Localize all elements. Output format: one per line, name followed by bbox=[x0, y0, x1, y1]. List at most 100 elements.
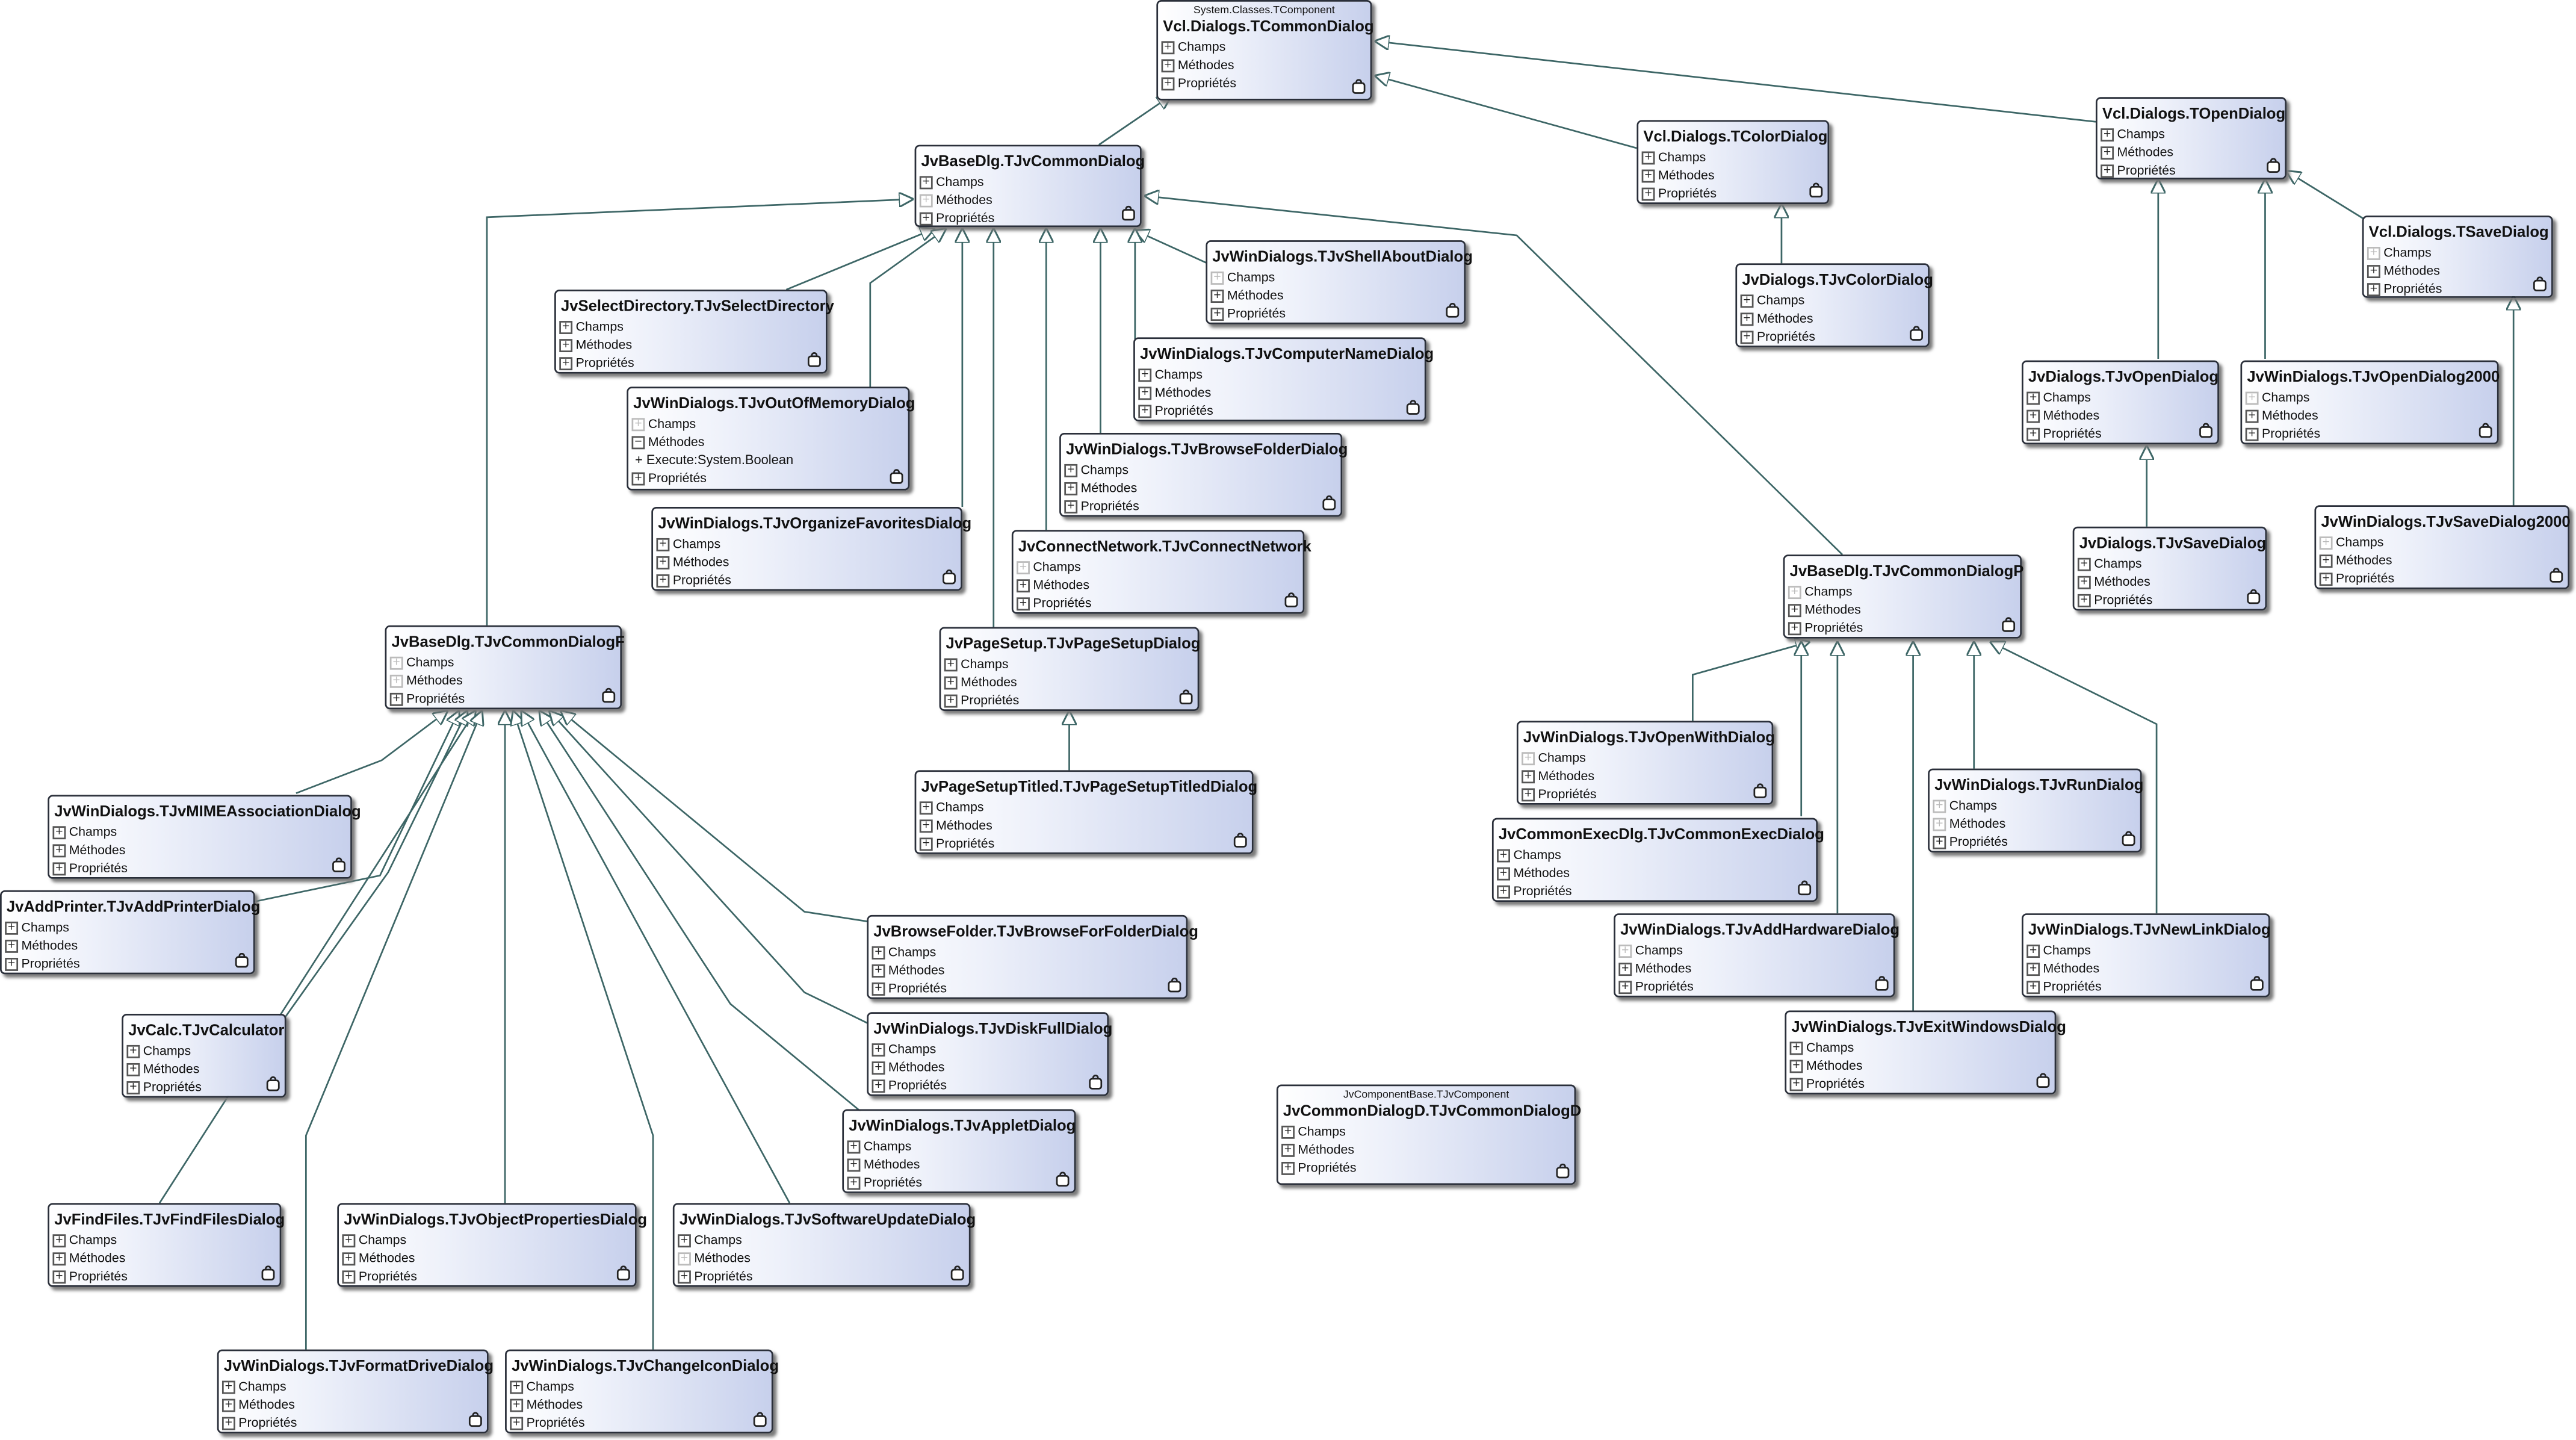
class-node-jvcomputername[interactable]: JvWinDialogs.TJvComputerNameDialog+Champ… bbox=[1133, 337, 1434, 421]
class-node-jvopendialog[interactable]: JvDialogs.TJvOpenDialog+Champs+Méthodes+… bbox=[2021, 360, 2219, 445]
expand-icon[interactable]: + bbox=[1017, 579, 1030, 592]
properties-compartment[interactable]: +Propriétés bbox=[219, 1414, 487, 1432]
class-node-jvpagesetup[interactable]: JvPageSetup.TJvPageSetupDialog+Champs+Mé… bbox=[939, 627, 1200, 711]
expand-icon[interactable]: + bbox=[1618, 981, 1632, 994]
expand-icon[interactable]: + bbox=[656, 556, 670, 569]
expand-icon[interactable]: + bbox=[52, 1234, 66, 1247]
expand-icon[interactable]: + bbox=[1740, 331, 1754, 344]
fields-compartment[interactable]: +Champs bbox=[123, 1041, 285, 1060]
fields-compartment[interactable]: +Champs bbox=[1158, 38, 1370, 56]
expand-icon[interactable]: + bbox=[944, 658, 958, 672]
class-node-jvsoftwareupdate[interactable]: JvWinDialogs.TJvSoftwareUpdateDialog+Cha… bbox=[672, 1203, 976, 1287]
properties-compartment[interactable]: +Propriétés bbox=[1519, 785, 1772, 803]
properties-compartment[interactable]: +Propriétés bbox=[339, 1267, 635, 1285]
expand-icon[interactable]: + bbox=[2026, 981, 2040, 994]
expand-icon[interactable]: + bbox=[2101, 146, 2114, 160]
expand-icon[interactable]: + bbox=[5, 921, 19, 935]
class-node-jvpagesetuptitled[interactable]: JvPageSetupTitled.TJvPageSetupTitledDial… bbox=[914, 770, 1257, 854]
class-node-jvnewlink[interactable]: JvWinDialogs.TJvNewLinkDialog+Champs+Mét… bbox=[2021, 913, 2271, 998]
expand-icon[interactable]: + bbox=[2077, 594, 2091, 607]
methods-compartment[interactable]: +Méthodes bbox=[49, 1249, 280, 1267]
expand-icon[interactable]: + bbox=[2367, 283, 2380, 296]
properties-compartment[interactable]: +Propriétés bbox=[1014, 594, 1303, 612]
methods-compartment[interactable]: +Méthodes bbox=[2364, 262, 2551, 280]
methods-compartment[interactable]: +Méthodes bbox=[916, 816, 1252, 834]
expand-icon[interactable]: + bbox=[2245, 409, 2259, 423]
expand-icon[interactable]: + bbox=[5, 939, 19, 953]
methods-compartment[interactable]: +Méthodes bbox=[1737, 309, 1928, 327]
expand-icon[interactable]: + bbox=[1161, 41, 1175, 55]
class-node-jvformatdrive[interactable]: JvWinDialogs.TJvFormatDriveDialog+Champs… bbox=[217, 1349, 494, 1434]
properties-compartment[interactable]: +Propriétés bbox=[1158, 74, 1370, 92]
expand-icon[interactable]: + bbox=[342, 1270, 356, 1284]
expand-icon[interactable]: + bbox=[2367, 246, 2380, 260]
expand-icon[interactable]: + bbox=[1138, 386, 1152, 400]
expand-icon[interactable]: + bbox=[5, 957, 19, 971]
expand-icon[interactable]: + bbox=[1210, 308, 1224, 321]
methods-compartment[interactable]: +Méthodes bbox=[1158, 56, 1370, 74]
expand-icon[interactable]: + bbox=[1064, 482, 1078, 495]
expand-icon[interactable]: + bbox=[1017, 561, 1030, 574]
methods-compartment[interactable]: +Méthodes bbox=[386, 671, 620, 689]
expand-icon[interactable]: + bbox=[1740, 294, 1754, 308]
methods-compartment[interactable]: +Méthodes bbox=[1278, 1140, 1574, 1158]
expand-icon[interactable]: + bbox=[1210, 289, 1224, 303]
expand-icon[interactable]: + bbox=[2026, 391, 2040, 405]
methods-compartment[interactable]: +Méthodes bbox=[675, 1249, 969, 1267]
expand-icon[interactable]: + bbox=[389, 692, 403, 706]
expand-icon[interactable]: + bbox=[52, 844, 66, 858]
methods-compartment[interactable]: +Méthodes bbox=[1014, 576, 1303, 594]
methods-compartment[interactable]: +Méthodes bbox=[2023, 960, 2268, 978]
expand-icon[interactable]: + bbox=[631, 418, 645, 432]
expand-icon[interactable]: + bbox=[1281, 1125, 1295, 1139]
expand-icon[interactable]: + bbox=[2077, 557, 2091, 571]
fields-compartment[interactable]: +Champs bbox=[1519, 749, 1772, 767]
expand-icon[interactable]: + bbox=[678, 1234, 691, 1247]
methods-compartment[interactable]: +Méthodes bbox=[2242, 406, 2497, 424]
fields-compartment[interactable]: +Champs bbox=[1135, 365, 1425, 383]
expand-icon[interactable]: + bbox=[2026, 427, 2040, 441]
expand-icon[interactable]: + bbox=[919, 819, 933, 833]
class-node-jvopendialog2000[interactable]: JvWinDialogs.TJvOpenDialog2000+Champs+Mé… bbox=[2240, 360, 2500, 445]
class-node-jvbrowsefolder[interactable]: JvWinDialogs.TJvBrowseFolderDialog+Champ… bbox=[1059, 432, 1348, 517]
fields-compartment[interactable]: +Champs bbox=[556, 318, 826, 336]
expand-icon[interactable]: + bbox=[1281, 1143, 1295, 1157]
class-node-jvcalculator[interactable]: JvCalc.TJvCalculator+Champs+Méthodes+Pro… bbox=[122, 1013, 286, 1098]
expand-icon[interactable]: + bbox=[126, 1063, 140, 1076]
methods-compartment[interactable]: +Méthodes bbox=[339, 1249, 635, 1267]
expand-icon[interactable]: + bbox=[389, 674, 403, 688]
expand-icon[interactable]: + bbox=[1933, 799, 1946, 813]
expand-icon[interactable]: + bbox=[872, 946, 885, 960]
class-node-jvcommondialogf[interactable]: JvBaseDlg.TJvCommonDialogF+Champs+Méthod… bbox=[385, 625, 625, 710]
properties-compartment[interactable]: +Propriétés bbox=[2364, 280, 2551, 298]
fields-compartment[interactable]: +Champs bbox=[219, 1377, 487, 1395]
expand-icon[interactable]: + bbox=[1138, 368, 1152, 382]
fields-compartment[interactable]: +Champs bbox=[2242, 388, 2497, 406]
fields-compartment[interactable]: +Champs bbox=[675, 1231, 969, 1249]
methods-compartment[interactable]: −Méthodes bbox=[628, 433, 908, 451]
class-node-jvchangeicon[interactable]: JvWinDialogs.TJvChangeIconDialog+Champs+… bbox=[505, 1349, 779, 1434]
class-node-jvcommondialogp[interactable]: JvBaseDlg.TJvCommonDialogP+Champs+Méthod… bbox=[1783, 554, 2023, 639]
methods-compartment[interactable]: +Méthodes bbox=[2316, 551, 2568, 569]
methods-compartment[interactable]: +Méthodes bbox=[2074, 573, 2265, 591]
class-node-tcolordialog[interactable]: Vcl.Dialogs.TColorDialog+Champs+Méthodes… bbox=[1636, 120, 1830, 204]
properties-compartment[interactable]: +Propriétés bbox=[916, 834, 1252, 852]
fields-compartment[interactable]: +Champs bbox=[2023, 942, 2268, 960]
expand-icon[interactable]: + bbox=[872, 1061, 885, 1075]
expand-icon[interactable]: + bbox=[1788, 586, 1801, 599]
properties-compartment[interactable]: +Propriétés bbox=[2023, 978, 2268, 996]
methods-compartment[interactable]: +Méthodes bbox=[1615, 960, 1893, 978]
expand-icon[interactable]: + bbox=[847, 1158, 861, 1172]
fields-compartment[interactable]: +Champs bbox=[653, 535, 961, 553]
expand-icon[interactable]: + bbox=[510, 1398, 524, 1412]
properties-compartment[interactable]: +Propriétés bbox=[1494, 882, 1816, 900]
fields-compartment[interactable]: +Champs bbox=[1785, 583, 2020, 601]
properties-compartment[interactable]: +Propriétés bbox=[1785, 619, 2020, 637]
properties-compartment[interactable]: +Propriétés bbox=[2023, 424, 2218, 442]
expand-icon[interactable]: + bbox=[872, 1079, 885, 1093]
methods-compartment[interactable]: +Méthodes bbox=[2023, 406, 2218, 424]
methods-compartment[interactable]: +Méthodes bbox=[1786, 1057, 2054, 1075]
expand-icon[interactable]: + bbox=[872, 964, 885, 978]
class-node-jvrun[interactable]: JvWinDialogs.TJvRunDialog+Champs+Méthode… bbox=[1928, 768, 2143, 853]
expand-icon[interactable]: + bbox=[1064, 464, 1078, 477]
